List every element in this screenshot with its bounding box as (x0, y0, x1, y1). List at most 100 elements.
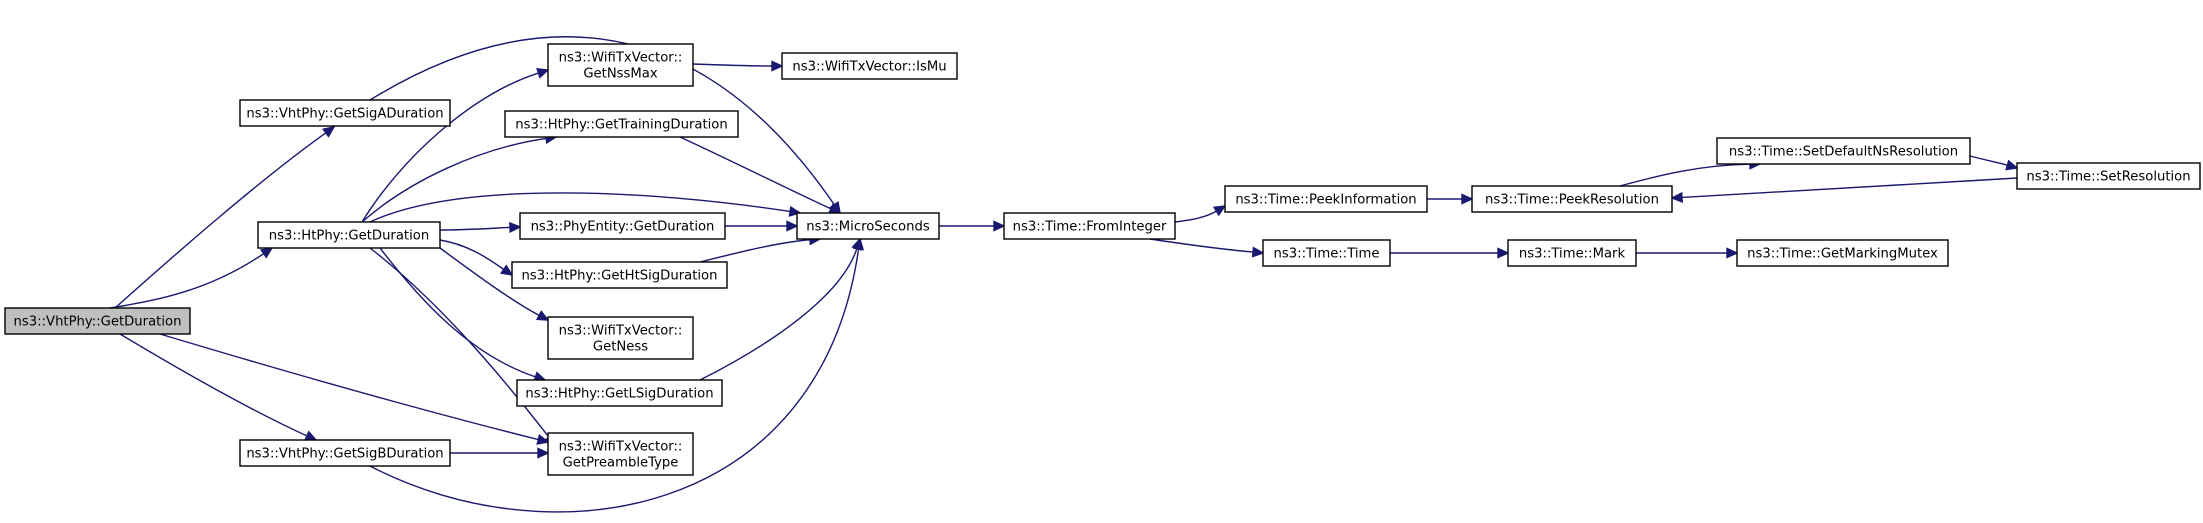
node-txv-getnssmax[interactable]: ns3::WifiTxVector::GetNssMax (547, 43, 694, 87)
node-box[interactable] (781, 52, 958, 80)
node-box[interactable] (547, 316, 694, 360)
node-label: ns3::WifiTxVector::IsMu (792, 60, 946, 75)
node-label: ns3::Time::SetDefaultNsResolution (1729, 145, 1958, 160)
node-ht-gethtsigduration[interactable]: ns3::HtPhy::GetHtSigDuration (511, 261, 728, 289)
node-phyentity-getduration[interactable]: ns3::PhyEntity::GetDuration (519, 212, 726, 240)
arrowhead-icon (1726, 247, 1739, 259)
node-txv-getness[interactable]: ns3::WifiTxVector::GetNess (547, 316, 694, 360)
edge-time_peekinformation-to-time_peekresolution (1427, 193, 1474, 205)
edge-ht_getduration-to-ht_gethtsigduration (439, 239, 514, 276)
edge-vht_getduration-to-vht_getsigaduration (114, 126, 336, 309)
edge-microseconds-to-time_frominteger (939, 220, 1006, 232)
node-ht-getlsigduration[interactable]: ns3::HtPhy::GetLSigDuration (516, 379, 723, 407)
edge-line (1149, 238, 1254, 253)
arrowhead-icon (535, 310, 550, 321)
arrowhead-icon (771, 60, 784, 72)
edge-line (1969, 155, 2008, 166)
edge-time_frominteger-to-time_time (1149, 238, 1265, 258)
node-label: ns3::Time::PeekResolution (1485, 193, 1659, 208)
node-time-peekresolution[interactable]: ns3::Time::PeekResolution (1471, 185, 1673, 213)
edge-vht_getduration-to-ht_getduration (109, 247, 274, 309)
edge-line (159, 333, 539, 441)
node-time-setdefaultnsresolution[interactable]: ns3::Time::SetDefaultNsResolution (1716, 137, 1971, 165)
node-label: ns3::WifiTxVector:: (559, 324, 683, 339)
node-label: ns3::PhyEntity::GetDuration (531, 220, 715, 235)
node-label: ns3::Time::PeekInformation (1235, 193, 1416, 208)
node-txv-ismu[interactable]: ns3::WifiTxVector::IsMu (781, 52, 958, 80)
node-box[interactable] (1736, 239, 1949, 267)
arrowhead-icon (1251, 246, 1265, 258)
arrowhead-icon (260, 247, 274, 259)
arrowhead-icon (1212, 205, 1227, 217)
arrowhead-icon (786, 220, 799, 232)
edge-vht_getduration-to-txv_getpreambletype (159, 333, 550, 445)
node-label: ns3::HtPhy::GetLSigDuration (525, 387, 713, 402)
node-time-getmarkingmutex[interactable]: ns3::Time::GetMarkingMutex (1736, 239, 1949, 267)
node-box[interactable] (1716, 137, 1971, 165)
node-label: ns3::Time::FromInteger (1013, 220, 1167, 235)
arrowhead-icon (1497, 247, 1510, 259)
node-box[interactable] (1507, 239, 1637, 267)
node-label: ns3::Time::Mark (1519, 247, 1626, 262)
node-box[interactable] (239, 439, 451, 467)
edge-time_mark-to-time_getmarkingmutex (1636, 247, 1739, 259)
node-box[interactable] (547, 43, 694, 87)
node-box[interactable] (511, 261, 728, 289)
node-box[interactable] (1262, 239, 1391, 267)
node-txv-getpreambletype[interactable]: ns3::WifiTxVector::GetPreambleType (547, 432, 694, 476)
node-box[interactable] (1224, 185, 1428, 213)
edge-ht_getduration-to-txv_getnssmax (361, 67, 550, 223)
node-time-frominteger[interactable]: ns3::Time::FromInteger (1003, 212, 1176, 240)
node-vht-getsigbduration[interactable]: ns3::VhtPhy::GetSigBDuration (239, 439, 451, 467)
node-time-peekinformation[interactable]: ns3::Time::PeekInformation (1224, 185, 1428, 213)
node-label: GetPreambleType (563, 456, 679, 471)
node-microseconds[interactable]: ns3::MicroSeconds (796, 212, 940, 240)
node-box[interactable] (239, 99, 451, 127)
node-label: ns3::WifiTxVector:: (559, 51, 683, 66)
node-time-setresolution[interactable]: ns3::Time::SetResolution (2016, 162, 2201, 190)
edge-ht_getduration-to-txv_getness (439, 247, 550, 321)
node-time-time[interactable]: ns3::Time::Time (1262, 239, 1391, 267)
edge-line (1681, 177, 2018, 199)
node-ht-getduration[interactable]: ns3::HtPhy::GetDuration (257, 221, 441, 249)
node-label: ns3::WifiTxVector:: (559, 440, 683, 455)
edge-line (679, 136, 832, 210)
edge-line (109, 253, 265, 309)
edge-time_time-to-time_mark (1390, 247, 1510, 259)
nodes-layer: ns3::VhtPhy::GetDurationns3::VhtPhy::Get… (4, 43, 2201, 476)
node-box[interactable] (1471, 185, 1673, 213)
edge-line (439, 239, 505, 270)
edge-line (379, 247, 536, 378)
node-ht-gettrainingduration[interactable]: ns3::HtPhy::GetTrainingDuration (504, 110, 739, 138)
node-label: ns3::MicroSeconds (806, 220, 930, 235)
edge-ht_getduration-to-phyentity_getduration (439, 221, 522, 234)
node-label: ns3::Time::GetMarkingMutex (1747, 247, 1938, 262)
node-box[interactable] (257, 221, 441, 249)
node-box[interactable] (1003, 212, 1176, 240)
node-box[interactable] (2016, 162, 2201, 190)
edge-vht_getduration-to-vht_getsigbduration (119, 333, 318, 441)
node-label: ns3::HtPhy::GetDuration (269, 229, 429, 244)
node-label: GetNssMax (583, 67, 658, 82)
edge-ht_getduration-to-ht_gettrainingduration (361, 133, 558, 223)
edge-ht_getduration-to-microseconds (369, 192, 802, 223)
arrowhead-icon (1670, 191, 1683, 203)
arrowhead-icon (2005, 159, 2019, 171)
node-box[interactable] (547, 432, 694, 476)
node-vht-getsigaduration[interactable]: ns3::VhtPhy::GetSigADuration (239, 99, 451, 127)
node-box[interactable] (516, 379, 723, 407)
edge-line (114, 132, 327, 309)
edge-txv_getnssmax-to-txv_ismu (692, 60, 784, 72)
node-vht-getduration[interactable]: ns3::VhtPhy::GetDuration (4, 307, 191, 335)
node-box[interactable] (4, 307, 191, 335)
node-box[interactable] (519, 212, 726, 240)
node-box[interactable] (796, 212, 940, 240)
edge-line (119, 333, 308, 437)
node-time-mark[interactable]: ns3::Time::Mark (1507, 239, 1637, 267)
edge-time_setdefaultnsresolution-to-time_setresolution (1969, 155, 2019, 171)
node-label: ns3::VhtPhy::GetSigBDuration (246, 447, 443, 462)
edge-line (1174, 210, 1217, 223)
node-box[interactable] (504, 110, 739, 138)
node-label: ns3::HtPhy::GetTrainingDuration (515, 118, 727, 133)
